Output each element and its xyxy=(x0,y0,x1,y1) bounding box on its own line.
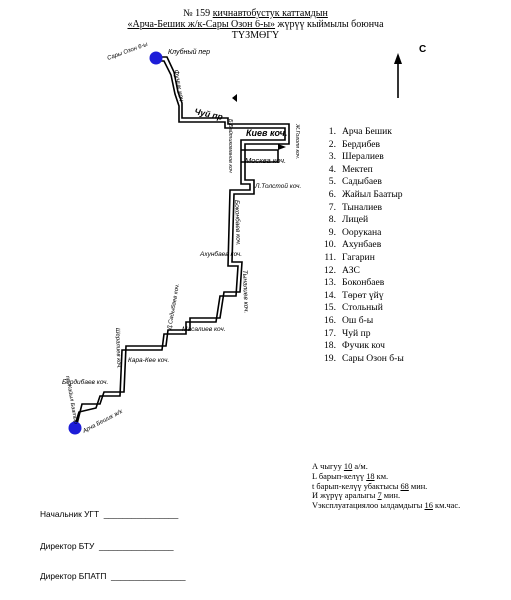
route-info: А чыгуу 10 а/м. L барып-келүү 18 км. t б… xyxy=(312,462,460,511)
stops-list: 1. Арча Бешик 2. Бердибев 3. Шералиев 4. Мектеп… xyxy=(318,126,404,365)
street-label: Ахунбаев коч. xyxy=(199,250,242,258)
street-label: Масалиев коч. xyxy=(182,326,226,333)
stop-number: 10. xyxy=(324,239,336,251)
stop-item: 19. Сары Озон б-ы xyxy=(318,353,404,366)
stop-number: 8. xyxy=(328,214,336,226)
stop-name: Төрөт үйү xyxy=(342,289,384,301)
stop-item: 18. Фучик коч xyxy=(318,340,404,353)
stop-number: 16. xyxy=(324,314,336,326)
street-label: Клубный пер xyxy=(168,48,210,56)
street-label: Кара-Кее коч. xyxy=(128,357,169,364)
stop-item: 11. Гагарин xyxy=(318,252,404,265)
signature-btu: Директор БТУ ________________ xyxy=(40,541,174,551)
stop-name: Боконбаев xyxy=(342,277,385,289)
stop-item: 3. Шералиев xyxy=(318,151,404,164)
stop-item: 14. Төрөт үйү xyxy=(318,290,404,303)
street-label: Д.Садыбаев коч. xyxy=(167,283,181,331)
stop-item: 9. Оорукана xyxy=(318,227,404,240)
street-label: Шералиев коч. xyxy=(114,328,121,369)
stop-name: Чуй пр xyxy=(342,327,371,339)
signature-ugt: Начальник УГТ ________________ xyxy=(40,509,179,519)
stop-name: Шералиев xyxy=(342,151,384,163)
stop-name: Садыбаев xyxy=(342,176,382,188)
stop-item: 4. Мектеп xyxy=(318,164,404,177)
terminal-archa-beshik-icon xyxy=(68,421,82,435)
stop-number: 7. xyxy=(328,201,336,213)
direction-arrow-icon xyxy=(278,144,286,150)
stop-name: Ахунбаев xyxy=(342,239,382,251)
stop-number: 11. xyxy=(324,251,336,263)
stop-item: 17. Чуй пр xyxy=(318,328,404,341)
stop-name: Тыналиев xyxy=(342,201,383,213)
north-arrowhead-icon xyxy=(394,53,402,64)
street-label: Л.Толстой коч. xyxy=(254,182,302,190)
schema-title-line3: ТҮЗМӨГҮ xyxy=(231,30,280,41)
info-bus-count: А чыгуу 10 а/м. xyxy=(312,462,368,471)
stop-name: Лицей xyxy=(342,214,369,226)
stop-number: 17. xyxy=(324,327,336,339)
stop-number: 5. xyxy=(328,176,336,188)
stop-item: 15. Стольный xyxy=(318,302,404,315)
stop-item: 8. Лицей xyxy=(318,214,404,227)
stop-number: 18. xyxy=(324,340,336,352)
stop-item: 7. Тыналиев xyxy=(318,202,404,215)
stop-name: Жайыл Баатыр xyxy=(342,188,403,200)
stop-name: Сары Озон б-ы xyxy=(342,352,404,364)
schema-title-line1: № 159 кичнавтобустук каттамдын xyxy=(183,8,328,19)
signature-bpatp: Директор БПАТП ________________ xyxy=(40,571,186,581)
street-label: Боконбаев коч. xyxy=(233,200,243,246)
stop-item: 5. Садыбаев xyxy=(318,176,404,189)
stop-item: 13. Боконбаев xyxy=(318,277,404,290)
stop-name: Арча Бешик xyxy=(342,126,392,137)
info-length: L барып-келүү 18 км. xyxy=(312,471,389,481)
stop-item: 10. Ахунбаев xyxy=(318,239,404,252)
stop-number: 3. xyxy=(328,151,336,163)
stop-name: Оорукана xyxy=(342,226,382,238)
stop-number: 2. xyxy=(328,138,336,150)
info-trip-time: t барып-келүү убактысы 68 мин. xyxy=(312,481,428,491)
info-interval: И жүрүү аралыгы 7 мин. xyxy=(312,491,401,501)
stop-number: 1. xyxy=(328,126,336,137)
north-label: С xyxy=(419,44,427,55)
stop-number: 14. xyxy=(324,289,336,301)
stop-item: 12. АЗС xyxy=(318,265,404,278)
street-label: Б.Байтикоманов коч xyxy=(227,119,234,173)
stop-number: 4. xyxy=(328,163,336,175)
stop-name: Мектеп xyxy=(342,163,373,175)
stop-number: 6. xyxy=(328,188,336,200)
stop-number: 13. xyxy=(324,277,336,289)
info-speed: Vэксплуатациялоо ылдамдыгы 16 км.час. xyxy=(312,501,461,511)
street-label: Москва коч. xyxy=(245,156,286,165)
street-label: Ж.Гоголя коч. xyxy=(294,123,300,159)
stop-number: 12. xyxy=(324,264,336,276)
stop-item: 16. Ош б-ы xyxy=(318,315,404,328)
stop-name: Гагарин xyxy=(342,251,375,263)
stop-item: 1. Арча Бешик xyxy=(318,126,404,139)
stop-number: 9. xyxy=(328,226,336,238)
route-line xyxy=(73,56,290,429)
stop-item: 2. Бердибев xyxy=(318,139,404,152)
stop-number: 19. xyxy=(324,352,336,364)
stop-item: 6. Жайыл Баатыр xyxy=(318,189,404,202)
stop-name: Бердибев xyxy=(342,138,380,150)
terminal-sary-ozon-icon xyxy=(149,51,163,65)
stop-name: Стольный xyxy=(342,302,383,314)
street-label: Сары Озон 6-ы xyxy=(107,41,150,61)
stop-name: Фучик коч xyxy=(342,340,385,352)
street-label: Киев коч. xyxy=(246,128,287,138)
street-label: Бердибаев коч. xyxy=(62,378,109,386)
direction-arrow-icon xyxy=(232,94,237,102)
schema-title-line2: «Арча-Бешик ж/к-Сары Озон 6-ы» жүрүү кый… xyxy=(127,19,384,30)
stop-name: Ош б-ы xyxy=(342,314,374,326)
stop-number: 15. xyxy=(324,302,336,314)
stop-name: АЗС xyxy=(342,264,360,276)
street-label: Арча Бешик ж/к xyxy=(81,408,124,435)
street-label: Тыналиев коч. xyxy=(241,270,250,314)
street-label: Чуй пр xyxy=(194,106,224,122)
